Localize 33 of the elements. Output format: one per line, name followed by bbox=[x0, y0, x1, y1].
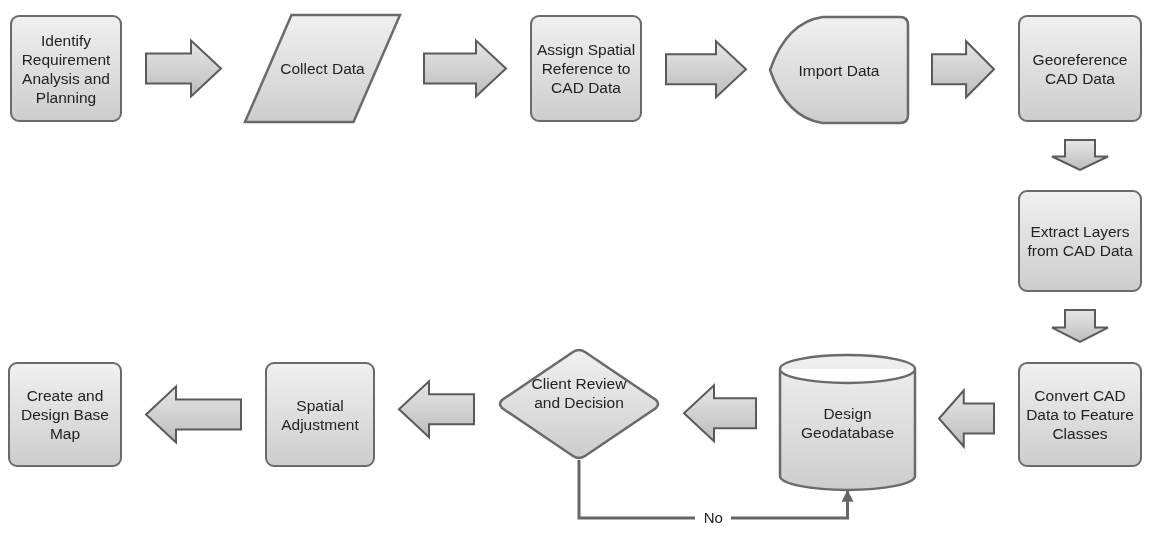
connector-arrow bbox=[577, 460, 854, 520]
block-arrow bbox=[145, 38, 223, 99]
process-box bbox=[1018, 190, 1142, 292]
process-box bbox=[8, 362, 122, 467]
node-label: Collect Data bbox=[280, 59, 365, 78]
node-label: Identify Requirement Analysis and Planning bbox=[20, 30, 112, 107]
node-label: Georeference CAD Data bbox=[1031, 49, 1129, 88]
block-arrow bbox=[423, 38, 508, 99]
node-label: Spatial Adjustment bbox=[280, 395, 360, 434]
block-arrow bbox=[144, 384, 242, 445]
node-label: Convert CAD Data to Feature Classes bbox=[1025, 386, 1135, 443]
node-label: Import Data bbox=[798, 60, 880, 80]
node-label: Assign Spatial Reference to CAD Data bbox=[536, 40, 636, 97]
node-label: Extract Layers from CAD Data bbox=[1026, 222, 1134, 260]
block-arrow bbox=[665, 38, 748, 100]
block-arrow bbox=[1051, 309, 1109, 344]
data-parallelogram bbox=[245, 15, 400, 122]
process-box bbox=[1018, 15, 1142, 122]
node-label: Design Geodatabase bbox=[799, 403, 896, 442]
process-box bbox=[10, 15, 122, 122]
block-arrow bbox=[1051, 139, 1109, 172]
database-cylinder bbox=[780, 355, 915, 490]
node-label: Client Review and Decision bbox=[530, 374, 628, 412]
display-shape bbox=[770, 17, 908, 123]
block-arrow bbox=[397, 378, 475, 440]
process-box bbox=[265, 362, 375, 467]
process-box bbox=[530, 15, 642, 122]
block-arrow bbox=[937, 387, 995, 450]
block-arrow bbox=[682, 382, 757, 444]
block-arrow bbox=[931, 38, 996, 100]
node-label: Create and Design Base Map bbox=[20, 386, 110, 443]
process-box bbox=[1018, 362, 1142, 467]
decision-diamond bbox=[498, 348, 660, 460]
